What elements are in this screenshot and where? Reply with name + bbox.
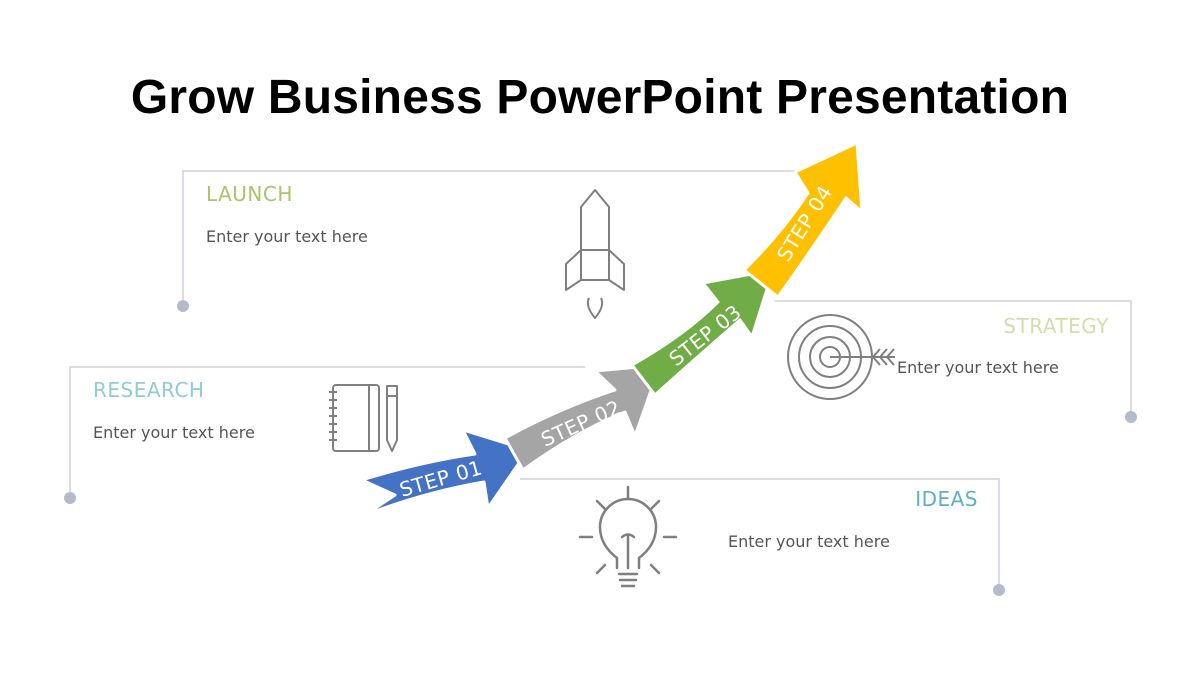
ideas-heading: IDEAS xyxy=(915,487,978,511)
research-connector xyxy=(64,366,585,504)
ideas-dot xyxy=(993,584,1005,596)
strategy-connector xyxy=(775,300,1137,423)
slide-title: Grow Business PowerPoint Presentation xyxy=(130,71,1070,124)
step-02-arrow: STEP 02 xyxy=(503,363,662,472)
ideas-connector xyxy=(520,478,1005,596)
strategy-heading: STRATEGY xyxy=(1003,314,1109,338)
launch-connector xyxy=(177,170,795,312)
step-01-arrow: STEP 01 xyxy=(360,428,530,517)
step-04-arrow: STEP 04 xyxy=(742,141,864,299)
launch-heading: LAUNCH xyxy=(206,182,293,206)
strategy-dot xyxy=(1125,411,1137,423)
research-text: Enter your text here xyxy=(93,423,255,442)
step-03-arrow: STEP 03 xyxy=(630,268,775,397)
launch-text: Enter your text here xyxy=(206,227,368,246)
rocket-icon xyxy=(565,189,625,319)
ideas-text: Enter your text here xyxy=(728,532,890,551)
research-heading: RESEARCH xyxy=(93,378,205,402)
launch-dot xyxy=(177,300,189,312)
target-icon xyxy=(787,314,895,400)
lightbulb-icon xyxy=(578,485,678,588)
notebook-pencil-icon xyxy=(329,384,398,452)
research-dot xyxy=(64,492,76,504)
strategy-text: Enter your text here xyxy=(897,358,1059,377)
